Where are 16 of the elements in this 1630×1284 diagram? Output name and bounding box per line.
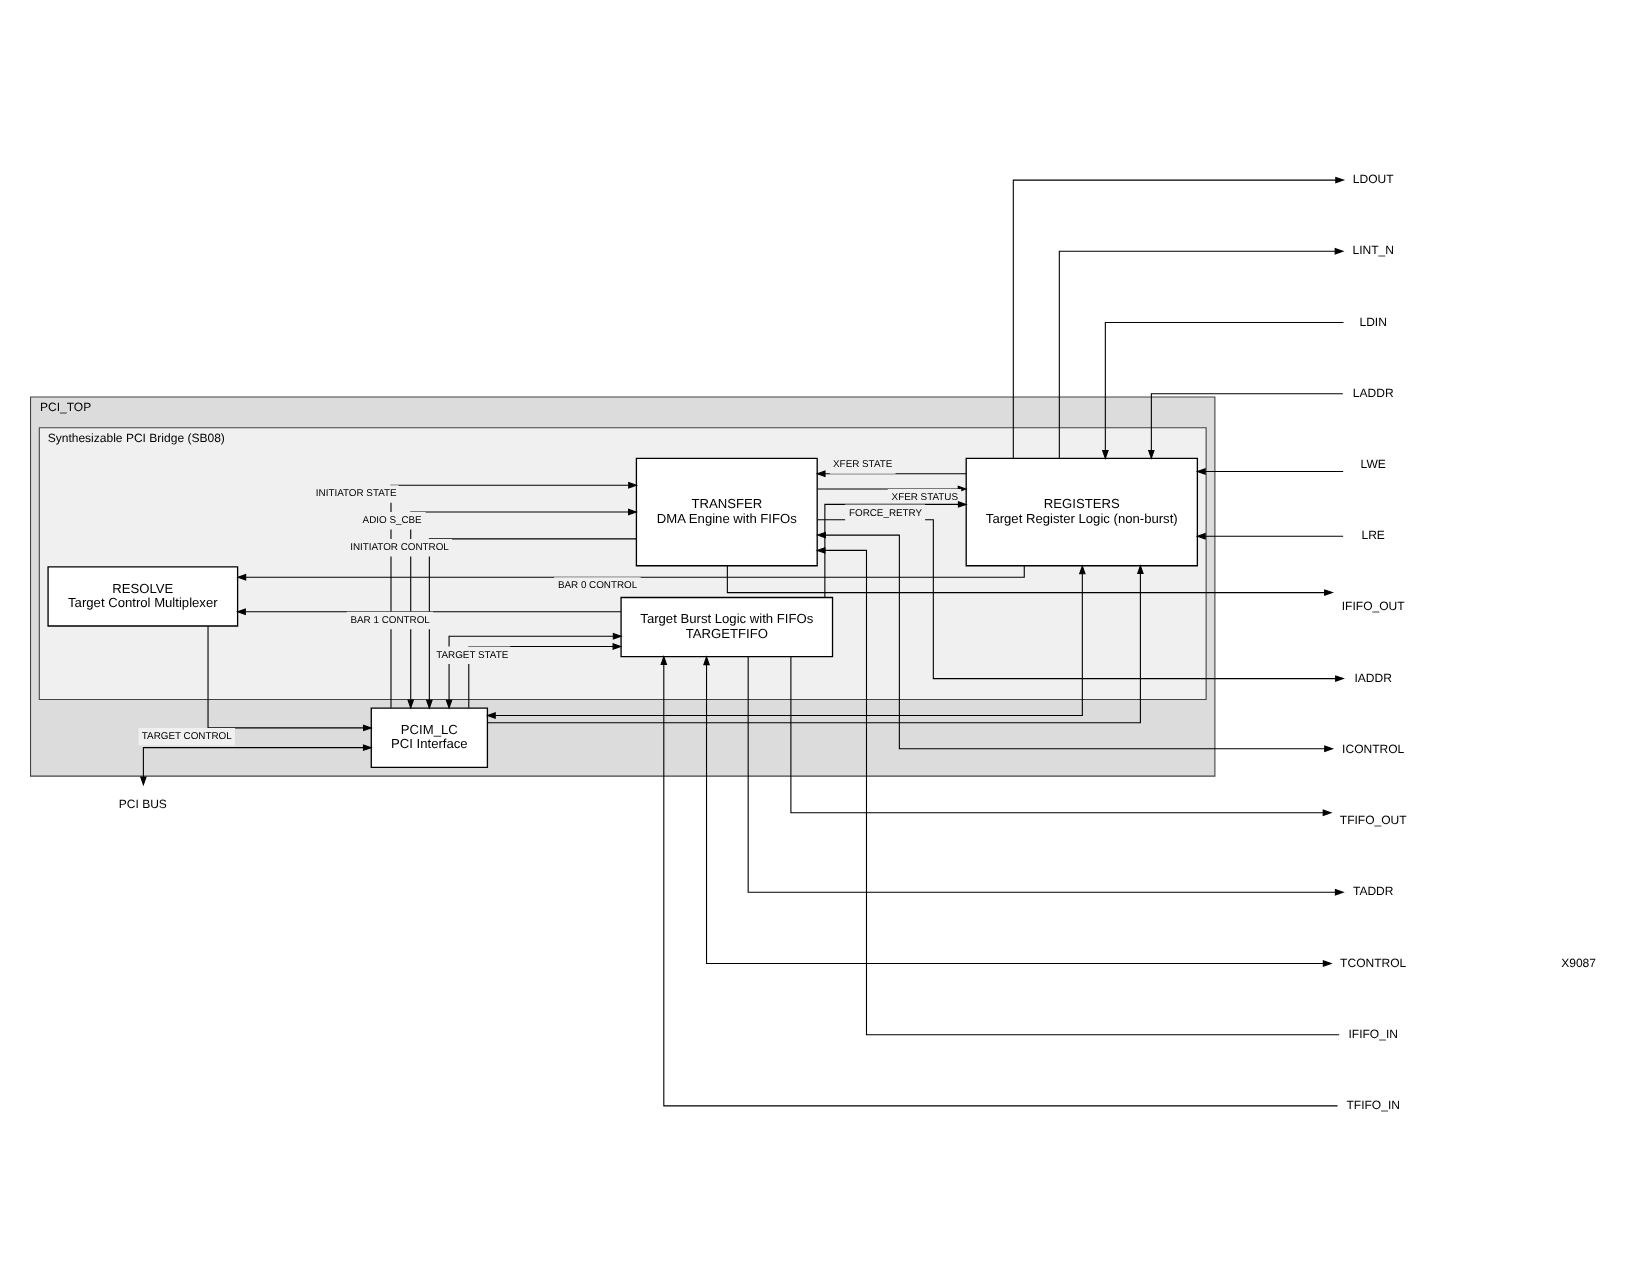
arrow [139,743,373,786]
arrow [726,564,1334,596]
arrow [1058,246,1345,458]
arrow [1147,392,1344,459]
arrow [1195,467,1344,474]
arrow [236,607,622,615]
arrow [747,655,1345,895]
arrow [207,624,373,731]
arrow [236,564,1025,580]
arrow [1101,320,1345,459]
arrow [660,654,1339,1106]
arrow [703,654,1333,966]
arrow [790,655,1333,816]
arrow [1012,175,1346,458]
arrow [815,545,1340,1035]
arrow [1195,531,1344,539]
